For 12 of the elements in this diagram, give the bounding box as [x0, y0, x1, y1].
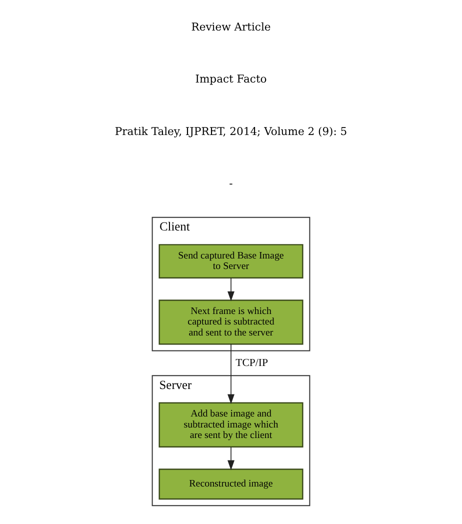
arrow [228, 277, 234, 301]
node-box: Next frame is which captured is subtracted and sent to the server [158, 299, 304, 344]
edge-label: TCP/IP [236, 356, 268, 368]
label: - [229, 176, 233, 190]
arrow [228, 343, 234, 404]
label: Review Article [191, 20, 271, 33]
label: Pratik Taley, IJPRET, 2014; Volume 2 (9): 5 [114, 124, 348, 138]
arrow [228, 446, 234, 470]
node-box: Add base image and subtracted image which are sent by the client [158, 402, 304, 447]
label: Impact Facto [195, 72, 267, 86]
node-box: Reconstructed image [158, 468, 304, 500]
node-box: Send captured Base Image to Server [158, 244, 304, 278]
